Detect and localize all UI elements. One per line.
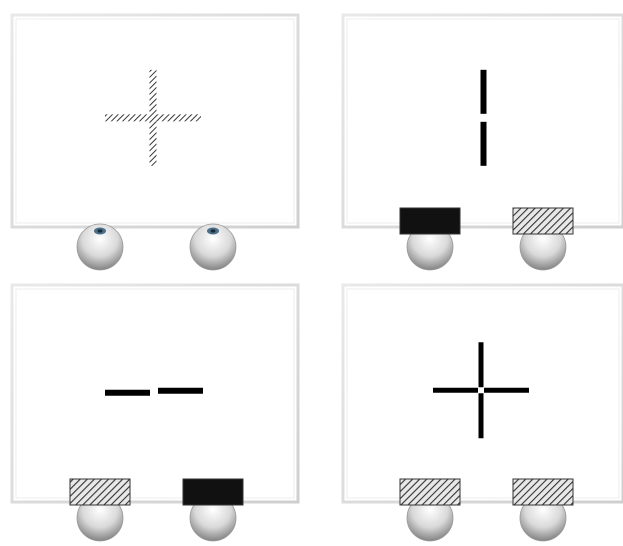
stimulus-horizontal-right bbox=[158, 388, 203, 394]
right-eye-filter-hatched bbox=[513, 479, 573, 505]
left-eye-filter-hatched bbox=[400, 479, 460, 505]
stimulus-vertical-lower bbox=[481, 122, 487, 166]
right-eye-filter-dark bbox=[183, 479, 243, 505]
stimulus-vertical-bar bbox=[150, 70, 157, 166]
panel-top-right bbox=[343, 15, 623, 270]
left-eye-pupil bbox=[98, 229, 103, 232]
screen-frame bbox=[12, 285, 298, 502]
stimulus-centre-gap bbox=[478, 387, 484, 393]
left-eye-filter-dark bbox=[400, 208, 460, 234]
right-eye-pupil bbox=[211, 229, 216, 232]
right-eye-filter-hatched bbox=[513, 208, 573, 234]
screen-frame bbox=[343, 15, 623, 227]
stimulus-horizontal-left bbox=[105, 390, 150, 396]
stimulus-vertical-upper bbox=[481, 70, 487, 114]
panel-bottom-left bbox=[12, 285, 298, 541]
panel-bottom-right bbox=[343, 285, 623, 541]
panel-top-left bbox=[12, 15, 298, 270]
left-eye-filter-hatched bbox=[70, 479, 130, 505]
